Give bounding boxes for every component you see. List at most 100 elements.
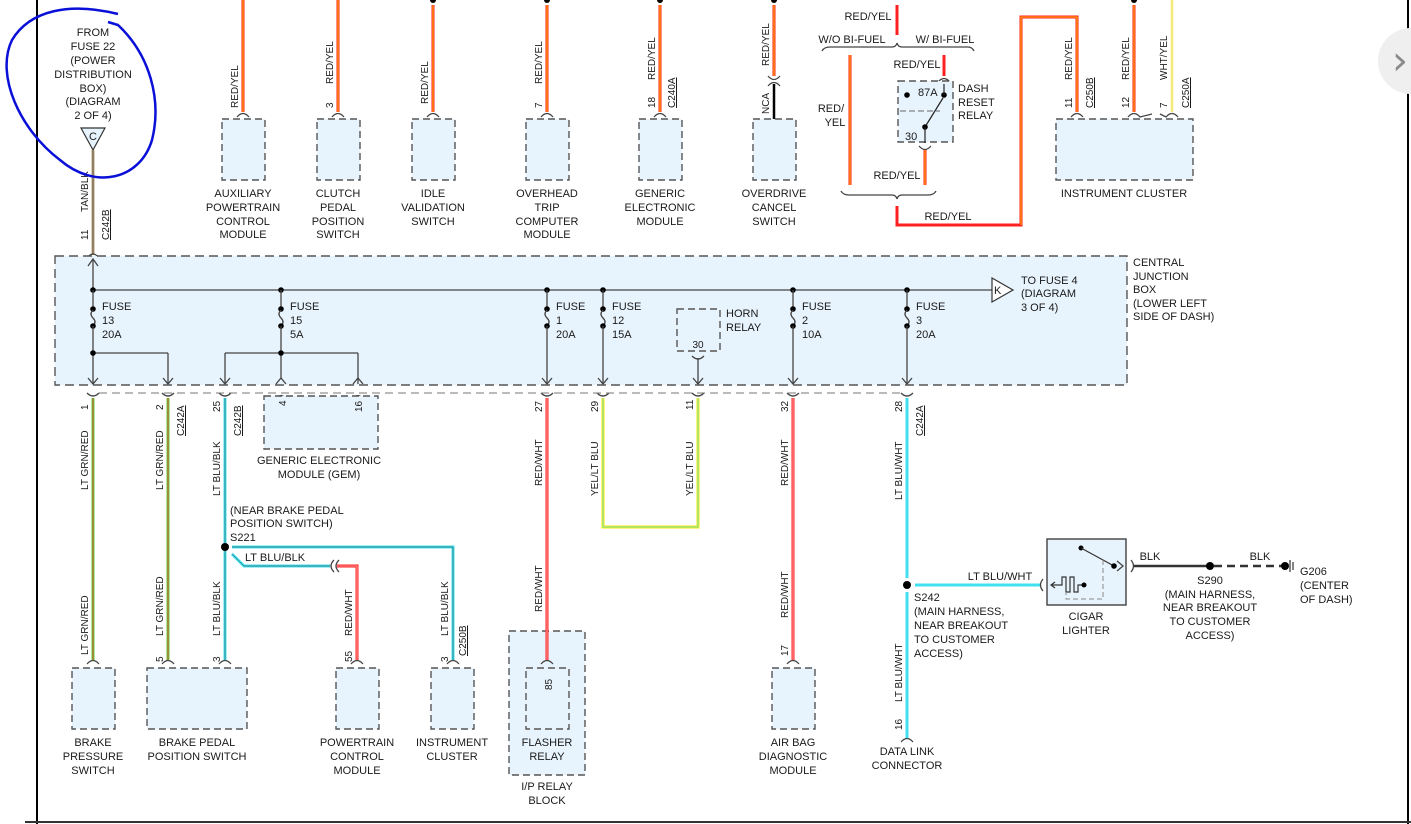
- splice-s290-dot: [1206, 562, 1214, 570]
- pin-label: 30: [692, 340, 704, 351]
- arrow-icon: [901, 377, 913, 386]
- wire-label: RED/WHT: [534, 439, 545, 486]
- module-box[interactable]: [525, 118, 570, 181]
- fuse-label: FUSE: [102, 301, 131, 313]
- splice-note: ACCESS): [1186, 630, 1235, 642]
- fuse-terminal: [904, 306, 910, 312]
- cigar-lighter: CIGAR LIGHTER BLK BLK S290 (MAIN HARNESS…: [1039, 538, 1353, 642]
- module-box[interactable]: [1055, 118, 1194, 181]
- wire-label: RED/YEL: [1121, 37, 1132, 80]
- pcm-box[interactable]: [335, 667, 380, 730]
- brake-pedal-switch-box[interactable]: [146, 667, 248, 730]
- horn-relay-label: HORN: [726, 308, 758, 320]
- splice-s242-dot: [903, 581, 911, 589]
- arrow-icon: [692, 377, 704, 386]
- connector-label: C250B: [1085, 77, 1096, 108]
- module-label: POSITION: [312, 216, 365, 228]
- connector-cap: [1130, 559, 1135, 573]
- option-label-without: W/O BI-FUEL: [818, 34, 885, 46]
- wire-label: RED/YEL: [924, 211, 971, 223]
- cigar-lighter-box[interactable]: [1046, 538, 1127, 606]
- wire-label: RED/YEL: [647, 37, 658, 80]
- arrow-icon: [1116, 560, 1125, 572]
- top-module-idle-validation: RED/YEL IDLE VALIDATION SWITCH: [401, 0, 465, 228]
- fuse-icon: [600, 309, 606, 327]
- cjb-branches: [90, 350, 364, 386]
- module-box[interactable]: [316, 118, 361, 181]
- module-label: MODULE (GEM): [278, 469, 361, 481]
- module-box[interactable]: [752, 118, 797, 181]
- wire-label: LT GRN/RED: [155, 430, 166, 490]
- module-label: LIGHTER: [1062, 625, 1110, 637]
- fuse-terminal: [790, 306, 796, 312]
- pin-label: 5: [155, 656, 166, 662]
- connector-cap: [540, 659, 554, 665]
- fuse-rating: 15A: [612, 329, 632, 341]
- connector-c-label: C: [89, 131, 97, 143]
- module-label: BLOCK: [528, 795, 566, 807]
- module-label: CONTROL: [216, 216, 270, 228]
- module-label: OVERDRIVE: [742, 188, 807, 200]
- module-box[interactable]: [71, 667, 116, 730]
- wire-label: RED/YEL: [420, 61, 431, 104]
- switch-arm: [1080, 547, 1115, 567]
- wire-label: TAN/BLK: [80, 171, 91, 212]
- connector-cap: [426, 112, 440, 118]
- module-label: CONNECTOR: [872, 760, 943, 772]
- module-label: POSITION SWITCH: [148, 751, 247, 763]
- circuit-27-flasher: 27 RED/WHT RED/WHT 85 FLASHER RELAY I/P …: [508, 398, 586, 807]
- arrow-icon: [787, 377, 799, 386]
- module-box[interactable]: [411, 118, 456, 181]
- cjb-label: JUNCTION: [1133, 271, 1189, 283]
- module-box[interactable]: [638, 118, 683, 181]
- module-label: VALIDATION: [401, 202, 465, 214]
- connector-label: C250A: [1181, 77, 1192, 108]
- connector-label: C240A: [667, 77, 678, 108]
- arrow-icon: [87, 257, 99, 267]
- pin-label: 25: [212, 400, 223, 412]
- splice-dot: [657, 0, 663, 3]
- module-label: COMPUTER: [516, 216, 579, 228]
- module-label: CONTROL: [330, 751, 384, 763]
- wire-label: LT BLU/WHT: [894, 643, 905, 702]
- instrument-cluster-box[interactable]: [430, 667, 475, 730]
- connector-label: C242A: [176, 405, 187, 436]
- module-label: DIAGNOSTIC: [759, 751, 828, 763]
- cjb-box[interactable]: [54, 255, 1128, 386]
- module-box[interactable]: [221, 118, 266, 181]
- wire-label: YEL/LT BLU: [685, 441, 696, 496]
- wire-label: RED/WHT: [534, 565, 545, 612]
- wire-label: RED/WHT: [780, 571, 791, 618]
- wire-label: LT GRN/RED: [80, 430, 91, 490]
- arrow-icon: [275, 376, 287, 385]
- flasher-relay-box[interactable]: [525, 667, 570, 730]
- module-label: SWITCH: [411, 216, 454, 228]
- pin-label: 55: [344, 650, 355, 662]
- module-label: POWERTRAIN: [320, 737, 394, 749]
- connector-cap: [900, 737, 914, 743]
- module-label: ELECTRONIC: [625, 202, 696, 214]
- wire-stripe: [231, 553, 330, 567]
- pin-label: 29: [590, 400, 601, 412]
- ground-dot: [1281, 562, 1289, 570]
- top-module-clutch-switch: RED/YEL 3 CLUTCH PEDAL POSITION SWITCH: [312, 0, 365, 241]
- wire-label: RED/WHT: [344, 589, 355, 636]
- connector-caps: [1070, 112, 1179, 118]
- relay-switch-arm: [924, 97, 944, 128]
- source-line: FUSE 22: [71, 41, 116, 53]
- source-line: 2 OF 4): [74, 110, 111, 122]
- bifuel-section: RED/YEL W/O BI-FUEL W/ BI-FUEL RED/ YEL …: [818, 5, 1079, 227]
- pin-label: 85: [544, 678, 555, 690]
- module-box[interactable]: [263, 395, 379, 450]
- splice-note: TO CUSTOMER: [1170, 616, 1251, 628]
- fuse-icon: [790, 309, 796, 327]
- module-label: DATA LINK: [880, 746, 935, 758]
- horn-relay-box[interactable]: [676, 308, 721, 352]
- module-box[interactable]: [771, 667, 816, 730]
- module-label: SWITCH: [316, 229, 359, 241]
